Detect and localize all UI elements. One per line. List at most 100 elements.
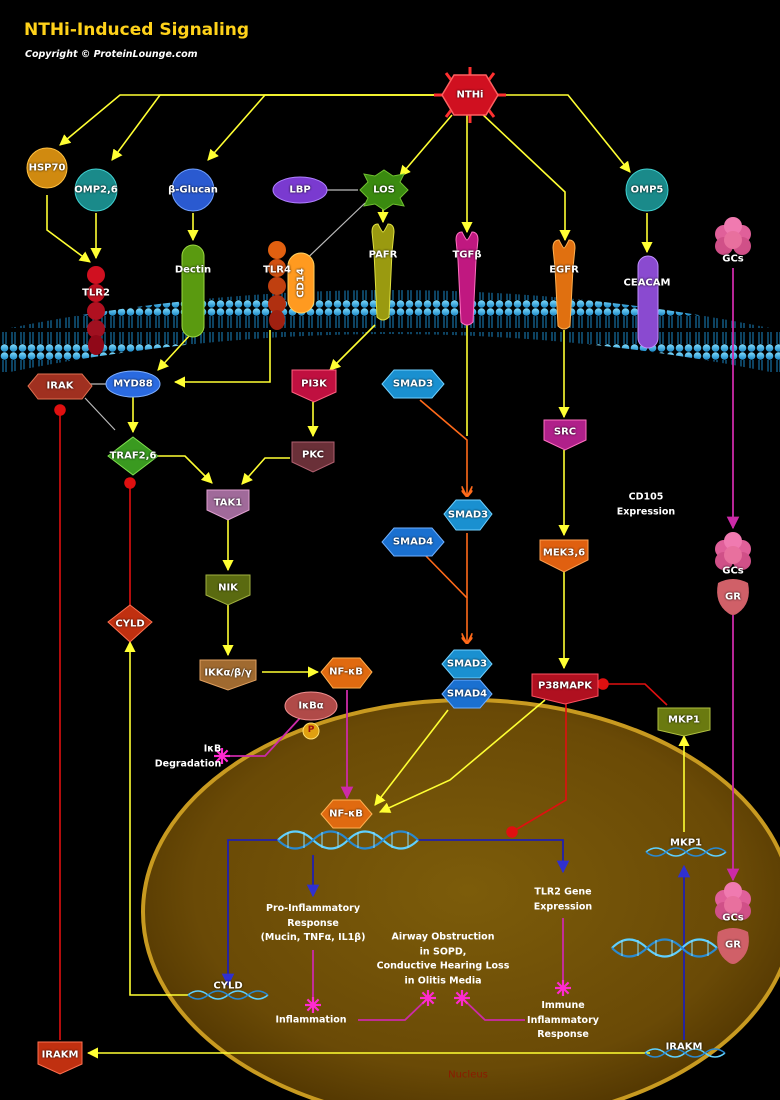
traf26-node[interactable]: TRAF2,6 bbox=[109, 450, 157, 462]
arrow-immune-airway bbox=[461, 997, 525, 1021]
arrow-smad3a-smad3b bbox=[419, 399, 467, 496]
star-markers bbox=[214, 748, 571, 1013]
p38mapk-node[interactable]: P38MAPK bbox=[537, 680, 593, 692]
los-node[interactable]: LOS bbox=[373, 184, 395, 196]
irakm-gene-label[interactable]: IRAKM bbox=[665, 1041, 703, 1053]
ceacam-receptor bbox=[637, 255, 659, 349]
arrow-nthi-bglucan bbox=[207, 94, 440, 161]
gcs-cluster-shapes bbox=[715, 217, 751, 964]
cd14-receptor bbox=[287, 252, 315, 314]
tlr4-receptor bbox=[268, 241, 286, 330]
bglucan-shape bbox=[171, 168, 215, 212]
pkc-shape bbox=[291, 441, 335, 473]
ikba-node[interactable]: IκBα bbox=[298, 700, 324, 712]
los-shape bbox=[359, 169, 409, 211]
inhibit-mkp1-p38 bbox=[597, 678, 668, 706]
pkc-node[interactable]: PKC bbox=[302, 449, 324, 461]
tlr2-gene-expression-label: TLR2 Gene Expression bbox=[533, 886, 593, 912]
egfr-node[interactable]: EGFR bbox=[549, 264, 579, 276]
smad4c-shape bbox=[441, 679, 493, 709]
cyld-gene-label[interactable]: CYLD bbox=[213, 980, 243, 992]
page-title: NTHi-Induced Signaling bbox=[24, 20, 250, 40]
inhibit-p38-dna bbox=[506, 700, 567, 838]
pi3k-node[interactable]: PI3K bbox=[301, 378, 327, 390]
arrow-nthi-hsp70 bbox=[59, 94, 440, 146]
smad3b-shape bbox=[443, 499, 493, 531]
smad4-c-node[interactable]: SMAD4 bbox=[446, 688, 488, 700]
arrow-cyldgene-cyld bbox=[124, 640, 188, 996]
dectin-receptor bbox=[181, 244, 205, 338]
mkp1-gene-label[interactable]: MKP1 bbox=[670, 837, 702, 849]
nik-node[interactable]: NIK bbox=[218, 582, 238, 594]
src-node[interactable]: SRC bbox=[553, 426, 577, 438]
cd14-node[interactable]: CD14 bbox=[295, 268, 307, 298]
ikk-node[interactable]: IKKα/β/γ bbox=[204, 667, 252, 679]
dectin-node[interactable]: Dectin bbox=[174, 264, 212, 276]
gcs-gr1-label[interactable]: GCs bbox=[722, 565, 744, 577]
inhibition-lines bbox=[54, 404, 668, 1040]
smad4-a-node[interactable]: SMAD4 bbox=[392, 536, 434, 548]
nfkb-cyto-node[interactable]: NF-κB bbox=[329, 666, 363, 678]
arrow-hsp70-tlr2 bbox=[46, 195, 91, 263]
arrow-tlr4-myd88 bbox=[173, 330, 271, 388]
smad3a-shape bbox=[381, 369, 445, 399]
gr1-node[interactable]: GR bbox=[725, 591, 741, 603]
nucleus-label: Nucleus bbox=[448, 1069, 488, 1081]
arrow-nthi-los bbox=[399, 114, 453, 177]
bglucan-node[interactable]: β-Glucan bbox=[168, 184, 218, 196]
arrow-traf-tak1 bbox=[158, 455, 213, 484]
tak1-node[interactable]: TAK1 bbox=[213, 497, 243, 509]
omp26-node[interactable]: OMP2,6 bbox=[74, 184, 118, 196]
nfkb-nuclear-node[interactable]: NF-κB bbox=[329, 808, 363, 820]
hsp70-node[interactable]: HSP70 bbox=[28, 162, 66, 174]
cyld-node[interactable]: CYLD bbox=[115, 618, 145, 630]
node-shapes bbox=[26, 147, 711, 1075]
smad3-c-node[interactable]: SMAD3 bbox=[446, 658, 488, 670]
immune-inflammatory-label: Immune Inflammatory Response bbox=[527, 999, 599, 1041]
star-airway-right bbox=[454, 990, 470, 1006]
receptor-shapes bbox=[87, 223, 659, 355]
mek36-node[interactable]: MEK3,6 bbox=[542, 547, 586, 559]
smad3-b-node[interactable]: SMAD3 bbox=[447, 509, 489, 521]
arrow-pafr-pi3k bbox=[329, 324, 376, 371]
traf26-shape bbox=[107, 436, 159, 476]
nthi-shape bbox=[434, 67, 506, 123]
irakm-node[interactable]: IRAKM bbox=[41, 1049, 79, 1061]
omp5-shape bbox=[625, 168, 669, 212]
inflammation-label: Inflammation bbox=[275, 1014, 347, 1026]
smad-arrows bbox=[419, 399, 467, 643]
arrow-nthi-egfr bbox=[479, 111, 571, 242]
gr2-node[interactable]: GR bbox=[725, 939, 741, 951]
mkp1-node[interactable]: MKP1 bbox=[668, 714, 700, 726]
mek36-shape bbox=[539, 539, 589, 573]
myd88-node[interactable]: MYD88 bbox=[113, 378, 153, 390]
nfkb-c-shape bbox=[320, 657, 373, 689]
gcs-gr2-label[interactable]: GCs bbox=[722, 912, 744, 924]
irak-node[interactable]: IRAK bbox=[46, 380, 74, 392]
airway-obstruction-label: Airway Obstruction in SOPD, Conductive H… bbox=[376, 931, 510, 987]
arrow-nthi-omp26 bbox=[111, 94, 440, 161]
irakm-shape bbox=[37, 1041, 83, 1075]
ikk-shape bbox=[199, 659, 257, 691]
nthi-node[interactable]: NTHi bbox=[456, 89, 484, 101]
lbp-node[interactable]: LBP bbox=[289, 184, 311, 196]
omp5-node[interactable]: OMP5 bbox=[630, 184, 664, 196]
tlr2-node[interactable]: TLR2 bbox=[82, 287, 110, 299]
arrow-smad4a-smad3c bbox=[424, 554, 467, 643]
tlr4-node[interactable]: TLR4 bbox=[263, 264, 291, 276]
pafr-node[interactable]: PAFR bbox=[368, 249, 398, 261]
smad3c-shape bbox=[441, 649, 493, 679]
tgfb-node[interactable]: TGFβ bbox=[452, 249, 482, 261]
irak-shape bbox=[27, 373, 93, 400]
activation-arrows bbox=[46, 94, 690, 1059]
smad3-a-node[interactable]: SMAD3 bbox=[392, 378, 434, 390]
pro-inflammatory-label: Pro-Inflammatory Response (Mucin, TNFα, … bbox=[260, 902, 366, 944]
phospho-node: P bbox=[307, 725, 315, 736]
tak1-shape bbox=[206, 489, 250, 521]
cyld-shape bbox=[107, 604, 153, 643]
ceacam-node[interactable]: CEACAM bbox=[623, 277, 671, 289]
cd105-expression-label: CD105 Expression bbox=[616, 491, 676, 517]
ikb-degradation-label: IκB Degradation bbox=[154, 743, 222, 769]
tlr2-receptor bbox=[87, 266, 105, 355]
gcs-node[interactable]: GCs bbox=[722, 253, 744, 265]
